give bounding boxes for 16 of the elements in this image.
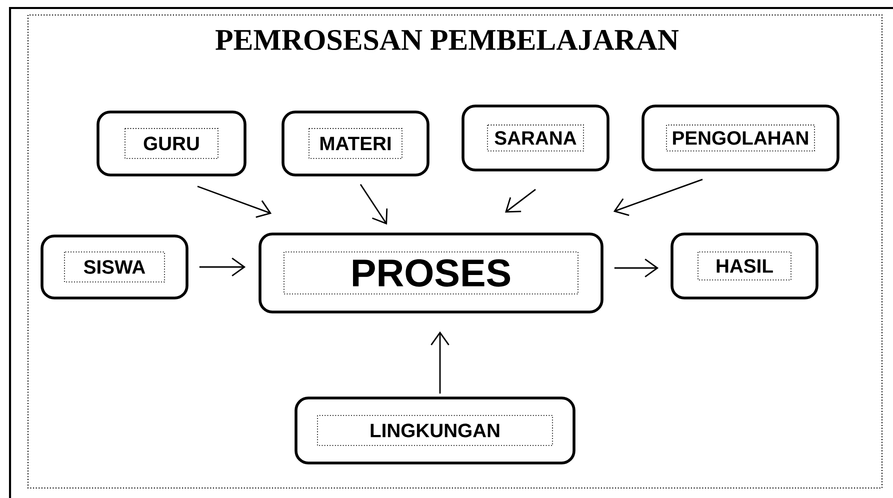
arrow [199, 258, 246, 276]
arrow [360, 184, 388, 225]
arrow [197, 186, 272, 218]
process-box: PROSES [258, 232, 604, 314]
label-box: LINGKUNGAN [294, 396, 576, 464]
arrow [614, 258, 659, 278]
label-box: PENGOLAHAN [642, 104, 840, 172]
label-box: SISWA [40, 234, 188, 300]
arrow [430, 331, 450, 394]
label-box: MATERI [282, 110, 430, 176]
label-box: SARANA [462, 104, 610, 172]
arrow [613, 178, 703, 216]
arrow [505, 188, 536, 213]
title: PEMROSESAN PEMBELAJARAN [216, 30, 679, 50]
label-box: HASIL [670, 232, 818, 300]
label-box: GURU [96, 110, 246, 176]
